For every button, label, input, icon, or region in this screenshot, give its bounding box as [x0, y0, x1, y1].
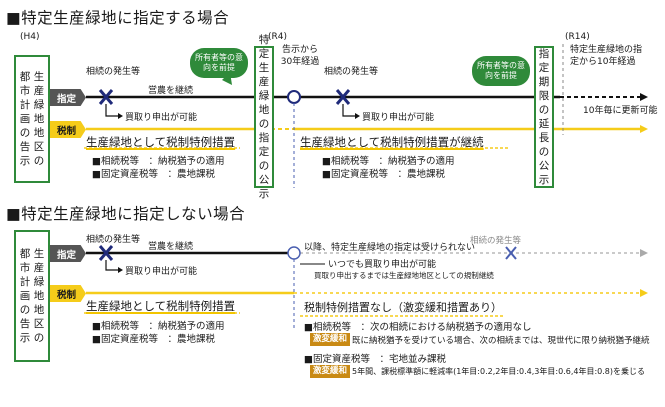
top-plan-notice-col1: 生産緑地地区の — [33, 71, 45, 167]
top-tax-arrowhead — [640, 125, 648, 133]
bottom-timeline-arrowhead — [640, 249, 648, 257]
top-tax-tag: 税制 — [50, 121, 86, 138]
top-renew-label: 10年毎に更新可能 — [583, 106, 658, 116]
top-inherit-mark-2 — [335, 89, 351, 105]
bottom-fixed-tax-line: ■固定資産税等 ：宅地並み課税 — [304, 354, 446, 365]
top-designation-notice-text: 特定生産緑地の指定の公示 — [258, 34, 270, 200]
top-tax1-line1: ■相続税等 ：納税猶予の適用 — [92, 156, 225, 167]
top-inherit-label-1: 相続の発生等 — [86, 67, 141, 77]
top-extension-notice-box: 指定期限の延長の公示 — [534, 46, 554, 188]
top-tax1-line2: ■固定資産税等 ：農地課税 — [92, 169, 215, 180]
top-buyback-arrow-2 — [342, 104, 355, 117]
top-owner-consent-bubble-1: 所有者等の意向を前提 — [190, 48, 248, 78]
bottom-tax-title-1: 生産緑地として税制特例措置 — [86, 299, 236, 313]
bottom-buyback-arrowhead — [118, 267, 123, 273]
top-buyback-arrowhead-2 — [355, 113, 360, 119]
bottom-plan-notice-box: 生産緑地地区の 都市計画の告示 — [14, 230, 50, 362]
bottom-tax-tag: 税制 — [50, 285, 86, 302]
r4-label: (R4) — [268, 32, 288, 42]
bottom-anytime-buyback: いつでも買取り申出が可能 — [328, 260, 437, 270]
bottom-badge-2-text: 5年間、課税標準額に軽減率(1年目:0.2,2年目:0.4,3年目:0.6,4年… — [352, 367, 645, 376]
top-timeline-arrowhead — [640, 93, 648, 101]
bottom-inherit-label-2: 相続の発生等 — [470, 236, 522, 246]
top-owner-consent-text-2: 所有者等の意向を前提 — [477, 61, 525, 80]
bottom-inherit-mark-1 — [98, 245, 114, 261]
bottom-inherit-mark-2 — [505, 246, 517, 260]
bottom-tax1-line2: ■固定資産税等 ：農地課税 — [92, 334, 215, 345]
top-plan-notice-box: 生産緑地地区の 都市計画の告示 — [14, 55, 50, 183]
bottom-no-tax-title: 税制特例措置なし（激変緩和措置あり） — [304, 301, 502, 314]
top-continue-farming: 営農を継続 — [148, 86, 194, 96]
top-tax2-line2: ■固定資産税等 ：農地課税 — [322, 169, 445, 180]
top-tax-tag-label: 税制 — [57, 125, 77, 137]
bottom-restriction: 買取り申出するまでは生産緑地地区としての規制継続 — [314, 271, 494, 280]
bottom-designation-tag: 指定 — [50, 245, 86, 262]
top-designation-notice-box: 特定生産緑地の指定の公示 — [254, 34, 274, 200]
bottom-badge-1-text: 既に納税猶予を受けている場合、次の相続までは、現世代に限り納税猶予継続 — [352, 336, 650, 346]
top-buyback-arrow-1 — [105, 104, 118, 117]
bottom-buyback-label-1: 買取り申出が可能 — [125, 267, 198, 277]
bottom-no-designation: 以降、特定生産緑地の指定は受けられない — [304, 243, 476, 253]
top-extension-notice-text: 指定期限の延長の公示 — [538, 48, 550, 186]
top-plan-notice-col2: 都市計画の告示 — [19, 71, 31, 167]
top-tax2-line1: ■相続税等 ：納税猶予の適用 — [322, 156, 455, 167]
top-after30-label: 告示から30年経過 — [280, 45, 320, 67]
bottom-marker-circle — [287, 246, 301, 260]
top-inherit-label-2: 相続の発生等 — [324, 67, 379, 77]
top-designation-tag: 指定 — [50, 89, 86, 106]
top-tax-title-1: 生産緑地として税制特例措置 — [86, 135, 236, 149]
top-buyback-label-2: 買取り申出が可能 — [362, 113, 435, 123]
bottom-section-title: ■特定生産緑地に指定しない場合 — [6, 205, 246, 223]
r14-label: (R14) — [565, 32, 590, 42]
bottom-tax-arrowhead — [640, 289, 648, 297]
bottom-tax-tag-label: 税制 — [57, 289, 77, 301]
bottom-inherit-label-1: 相続の発生等 — [86, 235, 141, 245]
top-section-title: ■特定生産緑地に指定する場合 — [6, 9, 230, 27]
top-inherit-mark-1 — [98, 89, 114, 105]
bottom-inherit-tax-line: ■相続税等 ：次の相続における納税猶予の適用なし — [304, 322, 532, 333]
bottom-plan-notice-col1: 生産緑地地区の — [33, 248, 45, 344]
top-buyback-arrowhead-1 — [118, 113, 123, 119]
h4-label: (H4) — [20, 32, 40, 42]
top-owner-consent-text-1: 所有者等の意向を前提 — [195, 53, 243, 72]
bottom-continue-farming: 営農を継続 — [148, 242, 194, 252]
top-designation-tag-label: 指定 — [57, 93, 77, 105]
top-r14-note: 特定生産緑地の指定から10年経過 — [570, 45, 643, 67]
bottom-tax1-line1: ■相続税等 ：納税猶予の適用 — [92, 321, 225, 332]
bottom-badge-1: 激変緩和 — [310, 333, 351, 346]
bottom-badge-2: 激変緩和 — [310, 365, 351, 378]
bottom-plan-notice-col2: 都市計画の告示 — [19, 248, 31, 344]
bottom-buyback-arrow — [105, 260, 118, 271]
top-owner-consent-bubble-2: 所有者等の意向を前提 — [472, 56, 530, 86]
top-tax-title-2: 生産緑地として税制特例措置が継続 — [300, 135, 484, 149]
top-buyback-label-1: 買取り申出が可能 — [125, 113, 198, 123]
bottom-designation-tag-label: 指定 — [57, 249, 77, 261]
